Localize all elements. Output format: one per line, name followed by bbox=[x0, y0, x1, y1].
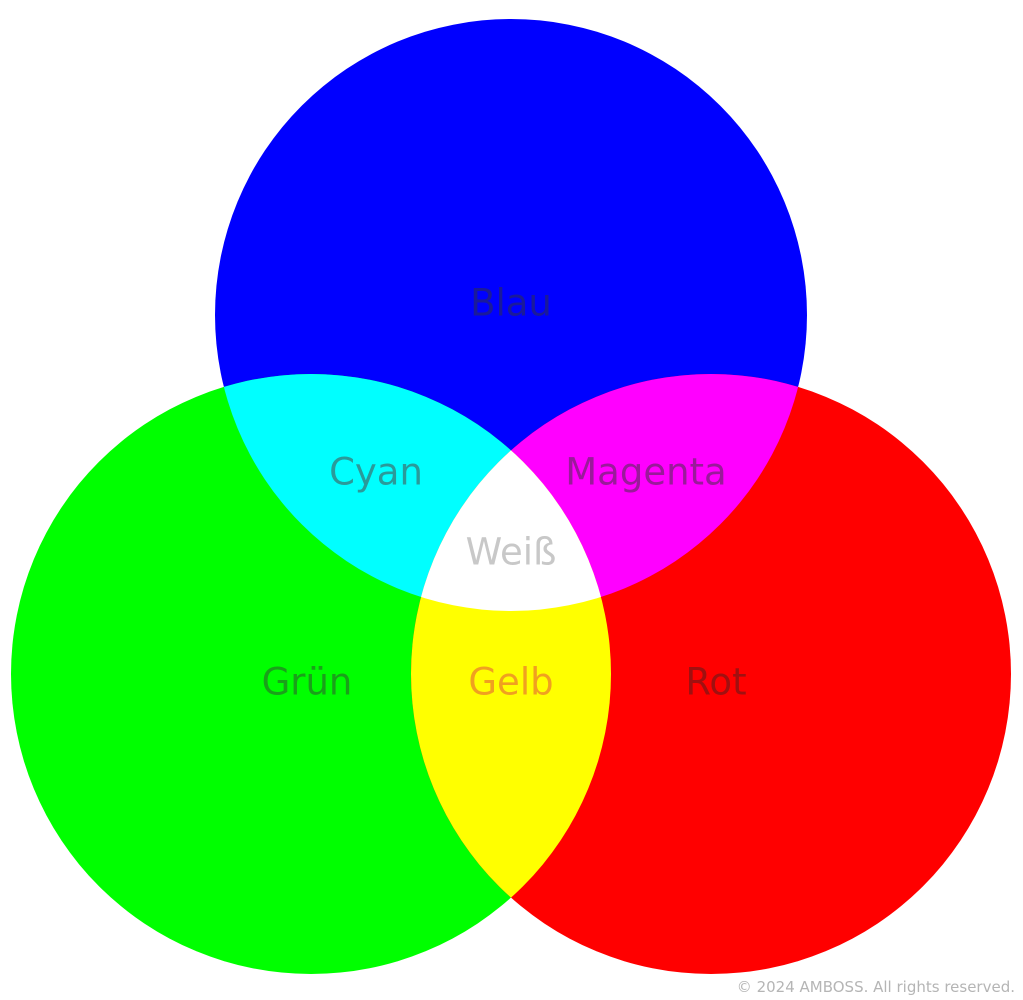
label-magenta: Magenta bbox=[565, 451, 726, 494]
label-rot: Rot bbox=[685, 661, 746, 704]
label-gelb: Gelb bbox=[468, 661, 553, 704]
white-overlap bbox=[411, 374, 611, 611]
label-gruen: Grün bbox=[262, 661, 353, 704]
label-blau: Blau bbox=[470, 282, 552, 325]
copyright-notice: © 2024 AMBOSS. All rights reserved. bbox=[736, 978, 1015, 996]
label-weiss: Weiß bbox=[466, 531, 557, 574]
label-cyan: Cyan bbox=[329, 451, 423, 494]
